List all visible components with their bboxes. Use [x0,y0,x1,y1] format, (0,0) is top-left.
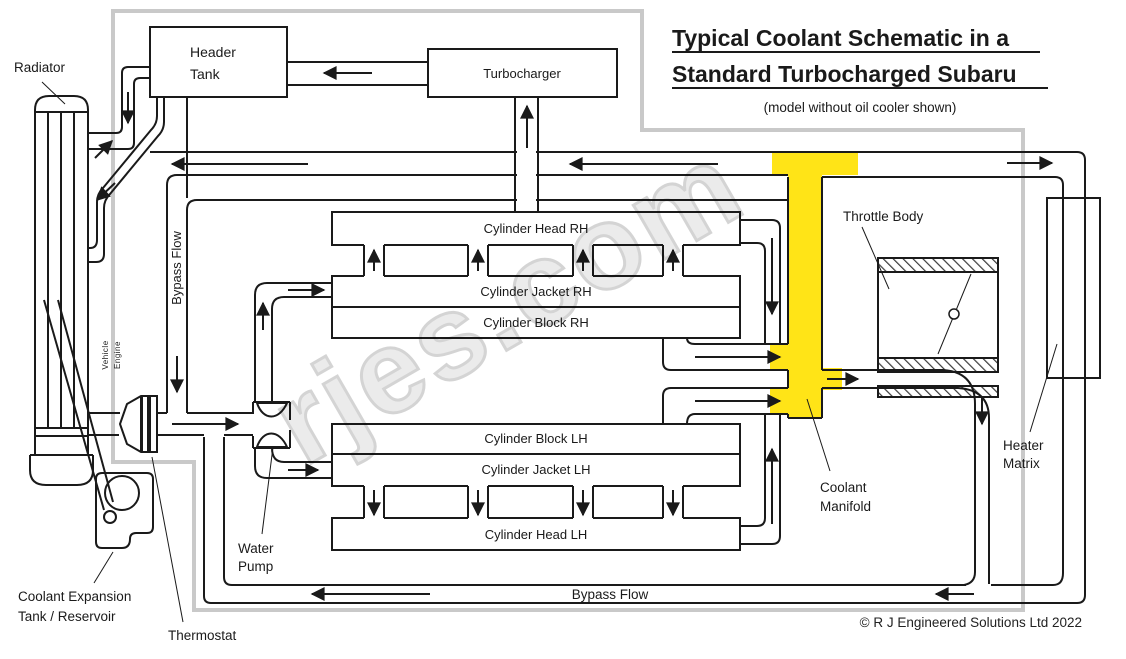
pump-impeller-lower [256,432,288,448]
throttle-hatch-top [877,257,999,273]
cylinder-block-lh-box [331,423,741,455]
cylinder-block-lh-label: Cylinder Block LH [484,431,587,446]
throttle-body [877,257,999,398]
radiator-leader-line [41,81,66,105]
heater-matrix-label-2: Matrix [1003,456,1040,471]
turbocharger-box [427,48,618,98]
cylinder-jacket-rh-box [331,275,741,308]
turbocharger-label: Turbocharger [483,66,561,81]
cylinder-head-rh-label: Cylinder Head RH [484,221,589,236]
title-block: Typical Coolant Schematic in a Standard … [672,25,1048,115]
bypass-flow-vertical-label: Bypass Flow [169,231,184,305]
throttle-body-label: Throttle Body [843,209,924,224]
copyright-text: © R J Engineered Solutions Ltd 2022 [860,615,1082,630]
leader-lines [41,81,1058,623]
vehicle-engine-label-1: Vehicle [101,340,110,369]
water-pump [252,401,291,449]
header-tank-label-2: Tank [190,66,221,82]
throttle-hatch-bottom [877,357,999,373]
thermostat [119,395,158,453]
header-tank-box [149,26,288,98]
expansion-tank-label-2: Tank / Reservoir [18,609,116,624]
cylinder-head-lh-label: Cylinder Head LH [485,527,588,542]
flow-arrow [95,182,116,201]
thermostat-leader-line [151,456,184,623]
pipe-crossing-gap [517,149,536,205]
radiator-label: Radiator [14,60,66,75]
radiator-bottom-cap [29,454,94,486]
coolant-manifold-leader-line [806,398,831,472]
coolant-manifold-label-1: Coolant [820,480,867,495]
coolant-expansion-tank [43,299,154,549]
vehicle-engine-label-2: Engine [113,341,122,369]
cylinder-jacket-lh-box [331,453,741,487]
throttle-butterfly-pivot [948,308,960,320]
radiator [29,95,94,486]
coolant-manifold-label-2: Manifold [820,499,871,514]
cylinder-jacket-rh-label: Cylinder Jacket RH [480,284,591,299]
cylinder-block-rh-label: Cylinder Block RH [483,315,588,330]
pump-impeller-upper [256,402,288,418]
throttle-hatch-lower [877,385,999,398]
page-title-line2: Standard Turbocharged Subaru [672,61,1017,87]
header-tank-label-1: Header [190,44,236,60]
thermostat-label: Thermostat [168,628,237,643]
page-title-line1: Typical Coolant Schematic in a [672,25,1009,51]
heater-matrix-label-1: Heater [1003,438,1044,453]
expansion-tank-label-1: Coolant Expansion [18,589,131,604]
cylinder-block-rh-box [331,306,741,339]
labels: Radiator Header Tank Turbocharger Bypass… [14,44,1044,643]
throttle-body-leader-line [861,226,890,290]
flow-arrows [94,66,1054,601]
overflow-hose [43,299,105,511]
page-subtitle: (model without oil cooler shown) [764,100,957,115]
coolant-manifold-highlight [770,152,858,418]
throttle-bore [877,271,999,359]
expansion-tank-leader-line [93,551,114,584]
heater-matrix-leader-line [1029,343,1058,433]
water-pump-leader-line [261,446,274,535]
water-pump-label-1: Water [238,541,274,556]
cylinder-head-rh-box [331,211,741,246]
bypass-flow-bottom-label: Bypass Flow [572,587,649,602]
flow-arrow [94,140,113,159]
cylinder-jacket-lh-label: Cylinder Jacket LH [481,462,590,477]
vehicle-engine-boundary [111,9,1025,612]
component-boxes [149,26,1101,551]
cylinder-head-lh-box [331,517,741,551]
water-pump-label-2: Pump [238,559,273,574]
